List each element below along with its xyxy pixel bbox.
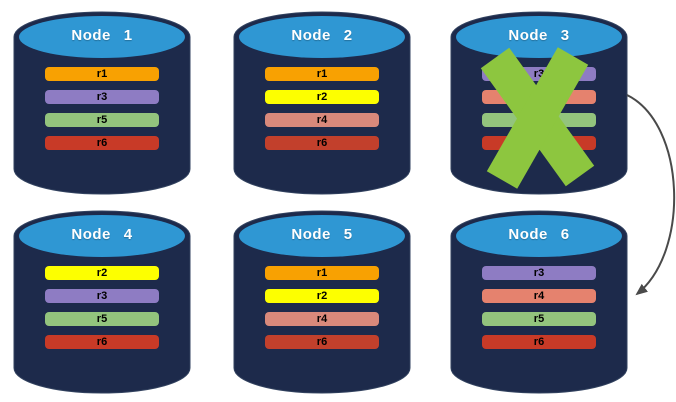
node-title: Node 6: [508, 226, 570, 243]
replica-list: r1 r2 r4 r6: [265, 67, 379, 159]
replica-bar: r3: [482, 67, 596, 81]
replica-bar: r4: [265, 312, 379, 326]
replica-bar: r1: [265, 67, 379, 81]
node-4-cylinder: Node 4 r2 r3 r5 r6: [13, 209, 191, 395]
replica-bar: r1: [45, 67, 159, 81]
replica-bar: r2: [45, 266, 159, 280]
replica-bar: r6: [45, 335, 159, 349]
replica-bar: r5: [45, 113, 159, 127]
node-5-cylinder: Node 5 r1 r2 r4 r6: [233, 209, 411, 395]
replica-bar: r6: [482, 335, 596, 349]
replica-bar: r2: [265, 289, 379, 303]
replica-bar: [482, 136, 596, 150]
replica-bar: r4: [482, 289, 596, 303]
replica-bar: r2: [265, 90, 379, 104]
replica-bar: r6: [265, 335, 379, 349]
node-2-cylinder: Node 2 r1 r2 r4 r6: [233, 10, 411, 196]
replica-list: r1 r3 r5 r6: [45, 67, 159, 159]
replica-list: r2 r3 r5 r6: [45, 266, 159, 358]
replica-bar: r3: [45, 90, 159, 104]
node-title: Node 5: [291, 226, 353, 243]
replica-bar: r3: [45, 289, 159, 303]
node-title: Node 2: [291, 27, 353, 44]
node-3-cylinder: Node 3 r3: [450, 10, 628, 196]
replica-bar: r5: [482, 312, 596, 326]
replica-list: r3 r4 r5 r6: [482, 266, 596, 358]
node-title: Node 1: [71, 27, 133, 44]
node-6-cylinder: Node 6 r3 r4 r5 r6: [450, 209, 628, 395]
replica-bar: r6: [45, 136, 159, 150]
node-title: Node 4: [71, 226, 133, 243]
replica-bar: r4: [265, 113, 379, 127]
replica-bar: r1: [265, 266, 379, 280]
replica-bar: r6: [265, 136, 379, 150]
node-1-cylinder: Node 1 r1 r3 r5 r6: [13, 10, 191, 196]
replica-bar: [482, 113, 596, 127]
node-title: Node 3: [508, 27, 570, 44]
replica-bar: r3: [482, 266, 596, 280]
replica-list: r3: [482, 67, 596, 159]
replica-bar: r5: [45, 312, 159, 326]
rebalance-arrow: [626, 94, 676, 296]
replica-list: r1 r2 r4 r6: [265, 266, 379, 358]
replica-bar: [482, 90, 596, 104]
